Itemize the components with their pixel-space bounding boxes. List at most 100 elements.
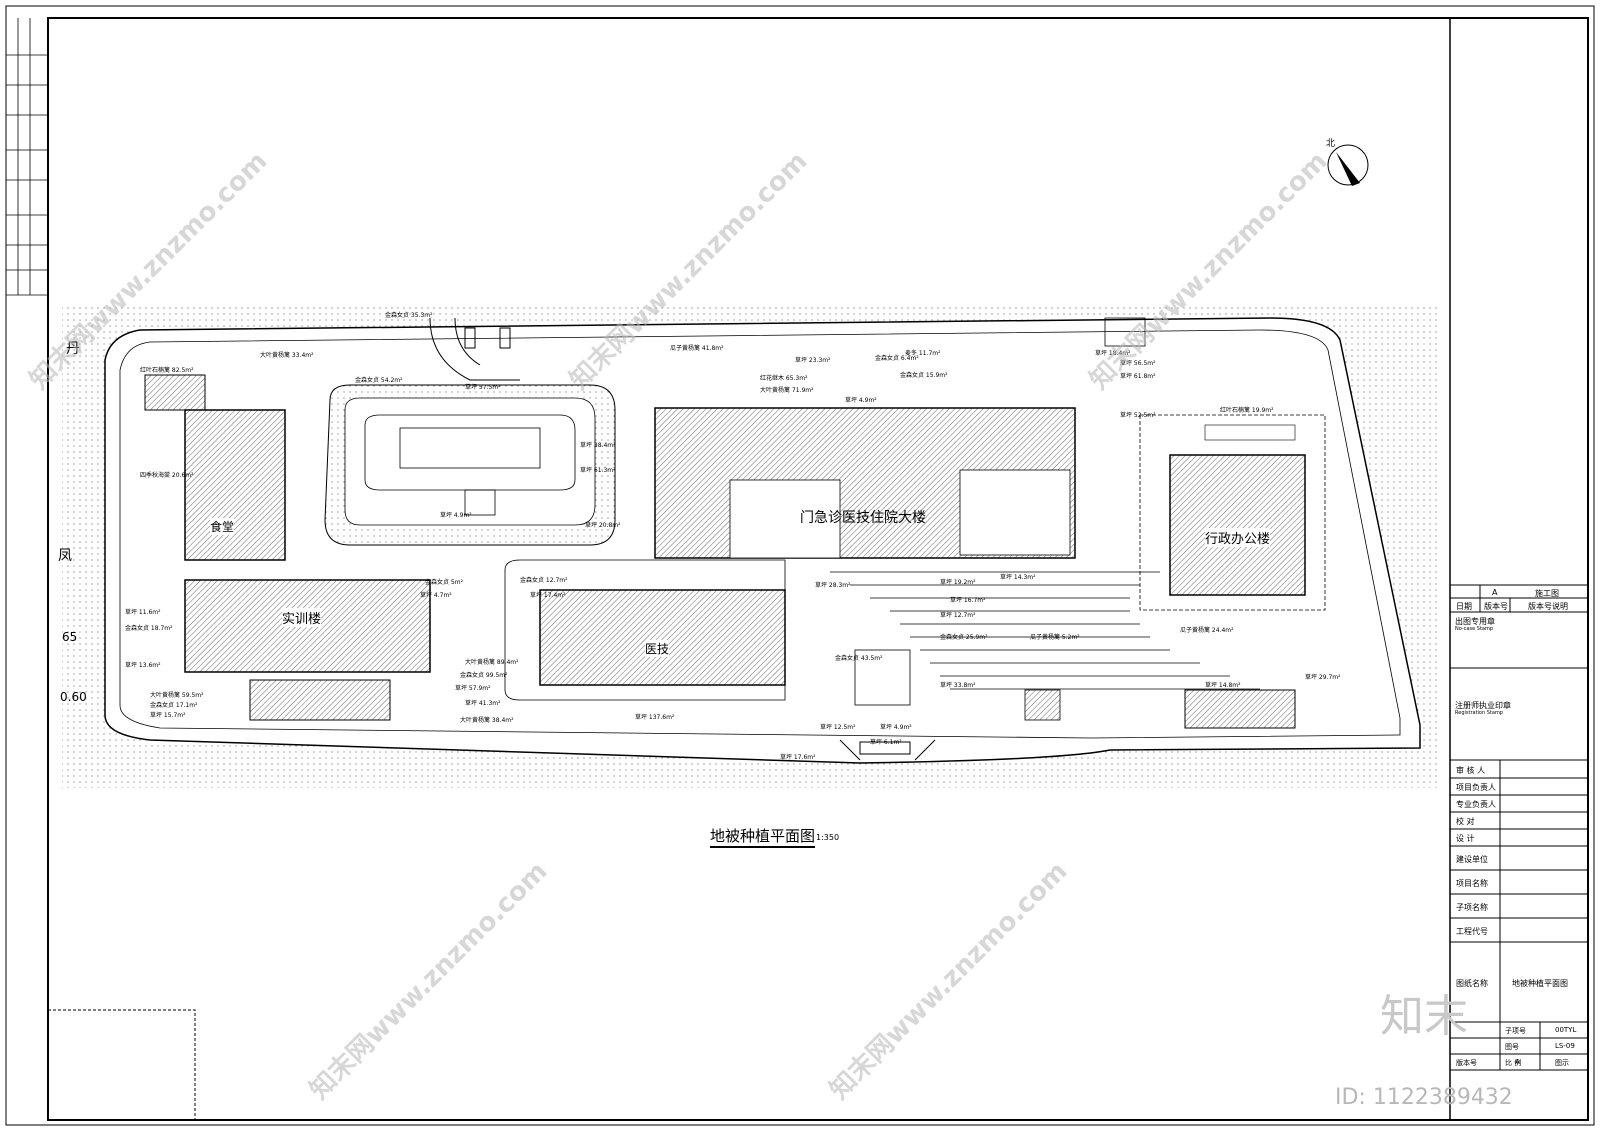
tb-drawing-no: LS-09: [1555, 1042, 1575, 1050]
plant-label: 草坪 15.7m²: [150, 712, 186, 719]
northwest-annex: [144, 374, 206, 411]
plant-label: 草坪 14.3m²: [1000, 574, 1036, 581]
admin-courtyard: [1139, 414, 1326, 611]
plant-label: 金森女贞 15.9m²: [900, 372, 948, 379]
plant-label: 草坪 29.7m²: [1305, 674, 1341, 681]
southeast-pavilion: [854, 649, 911, 706]
plant-label: 金森女贞 99.5m²: [460, 672, 508, 679]
south-gate: [839, 739, 936, 761]
label-admin-building: 行政办公楼: [1205, 528, 1271, 547]
plaza-pavilion: [464, 489, 496, 516]
plant-label: 草坪 12.7m²: [940, 612, 976, 619]
plant-label: 金森女贞 54.2m²: [355, 377, 403, 384]
tb-sub-item-label: 子项号: [1505, 1027, 1526, 1035]
plant-label: 草坪 20.8m²: [585, 522, 621, 529]
plant-label: 草坪 137.6m²: [635, 714, 675, 721]
southeast-annex: [1184, 689, 1296, 729]
plant-label: 大叶黄杨篱 59.5m²: [150, 692, 204, 699]
medtech-road: [504, 559, 786, 701]
admin-parking: [1204, 424, 1296, 441]
plant-label: 大叶黄杨篱 71.9m²: [760, 387, 814, 394]
plant-label: 草坪 16.7m²: [950, 597, 986, 604]
plant-label: 金森女贞 43.5m²: [835, 655, 883, 662]
main-building-atrium: [729, 479, 841, 559]
north-arrow: 北: [1326, 138, 1369, 186]
tb-reg-label: 注册师执业印章: [1455, 701, 1511, 710]
canteen-building: [184, 409, 286, 561]
plant-label: 草坪 61.3m²: [580, 467, 616, 474]
plant-label: 金森女贞 25.9m²: [940, 634, 988, 641]
plant-label: 草坪 13.6m²: [125, 662, 161, 669]
central-feature: [399, 427, 541, 469]
tb-drawing-name: 地被种植平面图: [1512, 979, 1568, 988]
plant-label: 金森女贞 17.1m²: [150, 702, 198, 709]
label-training-building: 实训楼: [282, 608, 322, 627]
tb-reviewer: 审 核 人: [1456, 766, 1486, 775]
plant-label: 红叶石楠篱 82.5m²: [140, 367, 194, 374]
label-canteen: 食堂: [210, 518, 235, 535]
plant-label: 金森女贞 35.3m²: [385, 312, 433, 319]
tb-drawing-name-label: 图纸名称: [1456, 979, 1488, 988]
admin-building: [1169, 454, 1306, 596]
left-road-label-3: 65: [62, 630, 78, 644]
plant-label: 草坪 38.4m²: [580, 442, 616, 449]
inner-road-edge: [119, 329, 1401, 739]
tb-project-code: 工程代号: [1456, 927, 1488, 936]
plant-label: 草坪 19.2m²: [940, 579, 976, 586]
tb-reg-en: Registration Stamp: [1455, 710, 1503, 716]
plant-label: 草坪 6.1m²: [870, 739, 902, 746]
plant-label: 金森女贞 6.4m²: [875, 355, 919, 362]
plant-label: 麦冬 11.7m²: [905, 350, 941, 357]
plant-label: 瓜子黄杨篱 24.4m²: [1180, 627, 1234, 634]
inner-border: [47, 17, 1589, 1121]
south-annex: [249, 679, 391, 721]
tb-version-no-label: 版本号: [1456, 1059, 1477, 1067]
plant-label: 草坪 18.4m²: [1095, 350, 1131, 357]
plant-label: 红叶石楠篱 19.9m²: [1220, 407, 1274, 414]
tb-designer: 设 计: [1456, 834, 1475, 843]
plant-label: 草坪 12.5m²: [820, 724, 856, 731]
plant-label: 草坪 17.4m²: [530, 592, 566, 599]
tb-version-desc: 版本号说明: [1528, 602, 1568, 611]
plant-label: 草坪 57.9m²: [455, 685, 491, 692]
plant-label: 草坪 52.5m²: [1120, 412, 1156, 419]
tb-stage-name: 施工图: [1535, 589, 1559, 598]
bottom-left-box: [48, 1009, 196, 1120]
plant-label: 草坪 14.8m²: [1205, 682, 1241, 689]
plant-label: 草坪 4.9m²: [880, 724, 912, 731]
main-building-wing: [959, 469, 1071, 556]
tb-stamp-en: No-case Stamp: [1455, 626, 1494, 632]
plant-label: 金森女贞 5m²: [425, 579, 463, 586]
southeast-kiosk: [1024, 689, 1061, 721]
outer-border: [5, 5, 1595, 1126]
plant-label: 草坪 4.7m²: [420, 592, 452, 599]
plant-label: 红花继木 65.3m²: [760, 375, 808, 382]
watermark-brand: 知末: [1380, 991, 1468, 1042]
tb-date-label: 日期: [1456, 602, 1472, 611]
northeast-gate: [1104, 317, 1146, 347]
plant-label: 草坪 17.6m²: [780, 754, 816, 761]
plant-label: 草坪 28.3m²: [815, 582, 851, 589]
tb-version-no: A: [1515, 1058, 1520, 1066]
left-road-label-4: 0.60: [60, 690, 87, 704]
medtech-building: [539, 589, 786, 686]
plant-label: 金森女贞 18.7m²: [125, 625, 173, 632]
watermark-id: ID: 1122389432: [1335, 1085, 1513, 1110]
plant-label: 草坪 4.9m²: [440, 512, 472, 519]
left-road-label-2: 凤: [58, 548, 72, 564]
tb-drawing-no-label: 图号: [1505, 1043, 1519, 1051]
plant-label: 草坪 11.6m²: [125, 609, 161, 616]
plant-label: 金森女贞 12.7m²: [520, 577, 568, 584]
tb-project-lead: 项目负责人: [1456, 783, 1496, 792]
tb-checker: 校 对: [1456, 817, 1475, 826]
tb-scale: 图示: [1555, 1059, 1569, 1067]
drawing-scale: 1:350: [816, 833, 840, 842]
tb-stamp-label: 出图专用章: [1455, 617, 1495, 626]
title-block-grid: [1450, 584, 1588, 1071]
label-medtech: 医技: [645, 640, 670, 657]
plant-label: 大叶黄杨篱 89.4m²: [465, 659, 519, 666]
plant-label: 瓜子黄杨篱 41.8m²: [670, 345, 724, 352]
north-label: 北: [1326, 138, 1335, 149]
plant-label: 大叶黄杨篱 33.4m²: [260, 352, 314, 359]
